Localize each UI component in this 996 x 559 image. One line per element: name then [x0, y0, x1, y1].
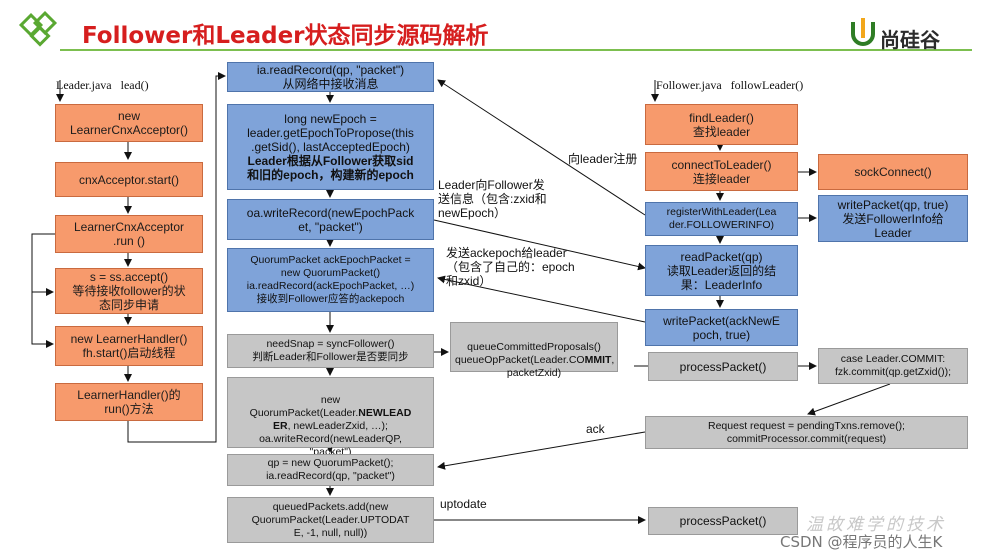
queue-committed-text: queueCommittedProposals() queueOpPacket(…	[455, 341, 601, 366]
register-with-leader-label: 向leader注册	[568, 152, 638, 166]
queue-commit-keyword: MMIT	[584, 354, 612, 366]
register-with-leader-box: registerWithLeader(Lea der.FOLLOWERINFO)	[645, 202, 798, 236]
read-ack-packet-box: qp = new QuorumPacket(); ia.readRecord(q…	[227, 454, 434, 486]
cnx-acceptor-start-box: cnxAcceptor.start()	[55, 162, 203, 197]
sock-connect-box: sockConnect()	[818, 154, 968, 190]
get-epoch-to-propose-box: long newEpoch = leader.getEpochToPropose…	[227, 104, 434, 190]
page-title: Follower和Leader状态同步源码解析	[82, 23, 489, 49]
process-packet-commit-box: processPacket()	[648, 352, 798, 381]
new-leader-text: new QuorumPacket(Leader.	[249, 394, 359, 419]
leader-send-info-label: Leader向Follower发 送信息（包含:zxid和 newEpoch）	[438, 178, 547, 220]
title-bar: Follower和Leader状态同步源码解析 尚硅谷	[0, 0, 996, 58]
get-epoch-code: long newEpoch = leader.getEpochToPropose…	[247, 112, 414, 154]
sync-follower-box: needSnap = syncFollower() 判断Leader和Follo…	[227, 334, 434, 368]
leader-file-name: Leader.java	[56, 78, 112, 92]
connect-to-leader-box: connectToLeader() 连接leader	[645, 152, 798, 191]
learner-handler-run-box: LearnerHandler()的 run()方法	[55, 383, 203, 421]
queue-uptodate-box: queuedPackets.add(new QuorumPacket(Leade…	[227, 497, 434, 543]
brand-logo-icon	[851, 18, 875, 46]
watermark-text: 温故难学的技术	[806, 515, 946, 535]
send-ack-epoch-label: 发送ackepoch给leader （包含了自己的：epoch 和zxid）	[446, 246, 575, 288]
ack-epoch-packet-box: QuorumPacket ackEpochPacket = new Quorum…	[227, 248, 434, 312]
leader-file-label: Leader.java lead()	[56, 64, 149, 92]
uptodate-label: uptodate	[440, 497, 487, 511]
read-record-packet-box: ia.readRecord(qp, "packet") 从网络中接收消息	[227, 62, 434, 92]
new-learner-handler-box: new LearnerHandler() fh.start()启动线程	[55, 326, 203, 366]
find-leader-box: findLeader() 查找leader	[645, 104, 798, 145]
write-follower-info-box: writePacket(qp, true) 发送FollowerInfo给 Le…	[818, 195, 968, 242]
new-learner-cnx-acceptor-box: new LearnerCnxAcceptor()	[55, 104, 203, 142]
diamond-logo-icon	[18, 10, 58, 47]
learner-cnx-acceptor-run-box: LearnerCnxAcceptor .run ()	[55, 215, 203, 253]
pending-txns-commit-box: Request request = pendingTxns.remove(); …	[645, 416, 968, 449]
brand-name: 尚硅谷	[880, 28, 940, 52]
ack-label: ack	[586, 422, 605, 436]
csdn-credit: CSDN @程序员的人生K	[780, 533, 943, 551]
new-leader-tail: , newLeaderZxid, …); oa.writeRecord(newL…	[259, 420, 402, 458]
follower-method-name: followLeader()	[730, 78, 804, 92]
queue-commit-tail: , packetZxid)	[506, 354, 615, 379]
leader-method-name: lead()	[120, 78, 149, 92]
get-epoch-desc: Leader根据从Follower获取sid 和旧的epoch，构建新的epoc…	[247, 154, 414, 182]
read-packet-leader-info-box: readPacket(qp) 读取Leader返回的结 果：LeaderInfo	[645, 245, 798, 296]
follower-file-name: Follower.java	[656, 78, 722, 92]
new-leader-keyword: NEWLEAD ER	[273, 407, 412, 432]
follower-file-label: Follower.java followLeader()	[656, 64, 803, 92]
write-new-epoch-packet-box: oa.writeRecord(newEpochPack et, "packet"…	[227, 199, 434, 240]
new-leader-packet-box: new QuorumPacket(Leader.NEWLEAD ER, newL…	[227, 377, 434, 458]
ss-accept-box: s = ss.accept() 等待接收follower的状 态同步申请	[55, 268, 203, 314]
queue-committed-proposals-box: queueCommittedProposals() queueOpPacket(…	[450, 322, 618, 379]
title-decoration	[18, 10, 972, 51]
write-ack-new-epoch-box: writePacket(ackNewE poch, true)	[645, 309, 798, 346]
process-packet-uptodate-box: processPacket()	[648, 507, 798, 535]
case-leader-commit-box: case Leader.COMMIT: fzk.commit(qp.getZxi…	[818, 348, 968, 384]
